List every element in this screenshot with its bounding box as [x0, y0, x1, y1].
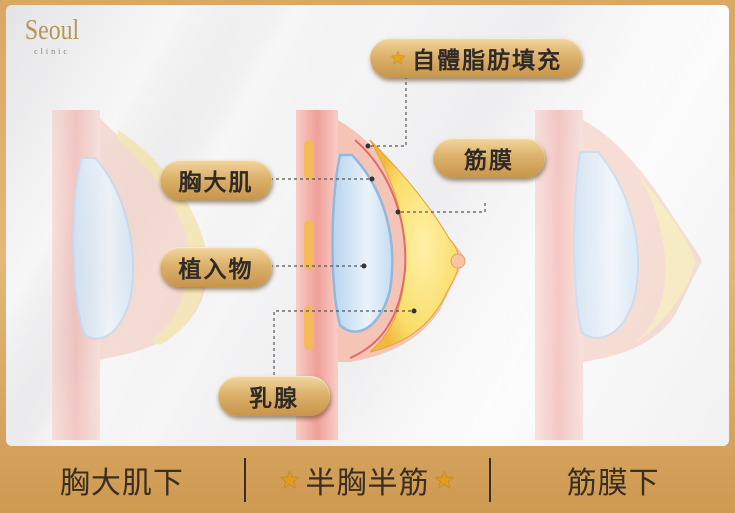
divider [243, 457, 246, 502]
diagram-dual-plane [296, 110, 466, 440]
option-dual-plane: ★ 半胸半筋 ★ [246, 458, 490, 502]
star-icon: ★ [389, 47, 409, 69]
leader-dots [361, 143, 417, 314]
label-implant: 植入物 [160, 247, 272, 287]
logo-sub: clinic [34, 47, 70, 56]
diagram-subfascial [535, 110, 702, 440]
label-fat-graft: ★ 自體脂肪填充 [370, 38, 582, 78]
bottom-bar: 胸大肌下 ★ 半胸半筋 ★ 筋膜下 [0, 446, 735, 513]
label-fascia: 筋膜 [433, 138, 545, 178]
option-dual-plane-label: 半胸半筋 [305, 465, 430, 501]
star-icon: ★ [433, 465, 457, 494]
option-subfascial-label: 筋膜下 [566, 465, 660, 501]
label-mammary-text: 乳腺 [249, 386, 299, 412]
leader-lines [270, 70, 486, 375]
label-mammary: 乳腺 [218, 376, 330, 416]
star-icon: ★ [278, 465, 302, 494]
clinic-logo: Seoul clinic [17, 15, 87, 57]
option-subfascial: 筋膜下 [491, 458, 735, 502]
label-fascia-text: 筋膜 [464, 148, 514, 174]
option-submuscular-label: 胸大肌下 [59, 465, 184, 501]
label-pectoral-text: 胸大肌 [178, 170, 254, 196]
option-submuscular: 胸大肌下 [0, 458, 244, 502]
divider [489, 457, 492, 502]
diagram-submuscular [52, 110, 208, 440]
label-fat-graft-text: 自體脂肪填充 [412, 48, 563, 74]
logo-name: Seoul [24, 15, 80, 46]
label-pectoral: 胸大肌 [160, 160, 272, 200]
label-implant-text: 植入物 [178, 257, 254, 283]
